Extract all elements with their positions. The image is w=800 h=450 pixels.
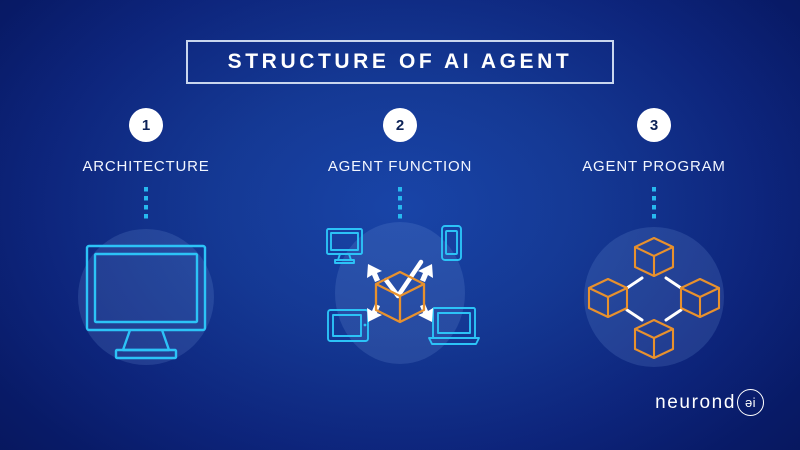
step-label-2: AGENT FUNCTION	[327, 158, 473, 175]
connector-dashed-line-3	[652, 187, 656, 223]
laptop-icon	[428, 307, 480, 345]
title-box: STRUCTURE OF AI AGENT	[186, 40, 614, 84]
logo-wordmark: neurond	[655, 391, 736, 413]
backdrop-circle-1	[78, 229, 214, 365]
logo-circle-mark: əi	[737, 389, 764, 416]
step-number-2: 2	[395, 116, 405, 134]
cube-top	[633, 236, 675, 278]
inward-arrows-icon	[367, 264, 433, 322]
cube-bottom	[633, 318, 675, 360]
connector-dashed-line-1	[144, 187, 148, 223]
step-column-2: 2 AGENT FUNCTION	[267, 108, 533, 223]
cube-connectors	[625, 276, 683, 322]
step-label-3: AGENT PROGRAM	[582, 158, 726, 175]
devices-to-cube-icon	[326, 225, 480, 345]
cube-left	[587, 277, 629, 319]
illustration-agent-program	[574, 222, 734, 372]
step-column-1: 1 ARCHITECTURE	[13, 108, 279, 223]
cube-icon	[374, 270, 426, 324]
connector-dashed-line-2	[398, 187, 402, 223]
step-number-badge-1: 1	[129, 108, 163, 142]
blockchain-cubes-icon	[587, 236, 721, 360]
step-number-badge-3: 3	[637, 108, 671, 142]
desktop-monitor-icon	[85, 244, 207, 360]
page-title: STRUCTURE OF AI AGENT	[227, 50, 573, 73]
brand-logo: neurond əi	[655, 389, 764, 416]
monitor-icon	[326, 228, 363, 264]
step-number-badge-2: 2	[383, 108, 417, 142]
smartphone-icon	[441, 225, 462, 261]
step-column-3: 3 AGENT PROGRAM	[521, 108, 787, 223]
step-number-1: 1	[141, 116, 151, 134]
illustration-agent-function	[320, 218, 480, 368]
cube-right	[679, 277, 721, 319]
illustration-architecture	[66, 222, 226, 372]
tablet-icon	[327, 309, 369, 342]
step-number-3: 3	[649, 116, 659, 134]
step-label-1: ARCHITECTURE	[82, 158, 210, 175]
